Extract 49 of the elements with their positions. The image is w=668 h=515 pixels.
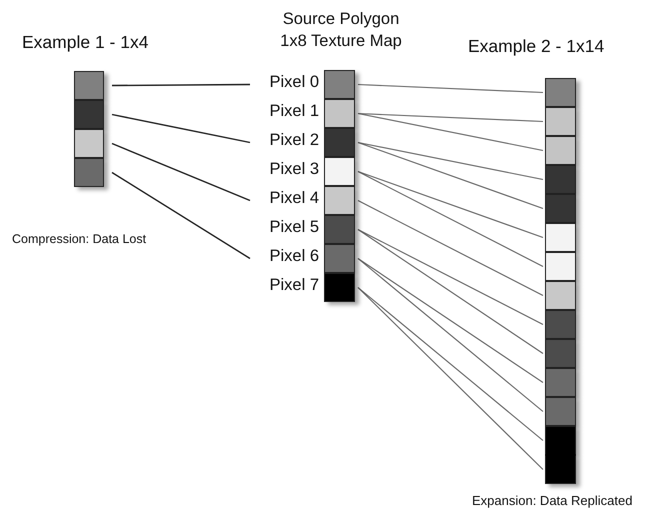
connector-line	[358, 84, 544, 94]
color-cell	[74, 129, 104, 158]
caption: Expansion: Data Replicated	[472, 493, 632, 508]
connector-line	[112, 172, 250, 260]
connector-line	[358, 229, 544, 325]
pixel-label: Pixel 6	[269, 247, 319, 266]
color-cell	[545, 165, 576, 194]
connector-line	[358, 287, 544, 441]
caption: Compression: Data Lost	[12, 232, 146, 246]
pixel-label: Pixel 4	[269, 189, 319, 208]
connector-line	[358, 229, 544, 354]
connector-line	[358, 258, 544, 383]
connector-line	[358, 112, 544, 152]
pixel-label: Pixel 7	[269, 276, 319, 295]
connector-line	[358, 287, 544, 470]
color-cell	[74, 71, 104, 100]
connector-line	[358, 112, 544, 122]
column-title: Source Polygon 1x8 Texture Map	[279, 9, 403, 52]
color-cell	[545, 455, 576, 484]
pixel-label: Pixel 1	[269, 102, 319, 121]
connector-line	[358, 142, 544, 180]
color-cell	[545, 368, 576, 397]
color-cell	[545, 310, 576, 339]
color-cell	[545, 426, 576, 455]
connector-line	[112, 114, 250, 144]
color-cell	[74, 158, 104, 187]
color-cell	[545, 281, 576, 310]
color-cell	[545, 78, 576, 107]
connector-line	[112, 84, 250, 86]
color-cell	[545, 223, 576, 252]
color-cell	[545, 339, 576, 368]
pixel-label: Pixel 3	[269, 160, 319, 179]
pixel-label: Pixel 0	[269, 73, 319, 92]
color-cell	[545, 397, 576, 426]
color-cell	[545, 252, 576, 281]
column-title: Example 2 - 1x14	[468, 36, 604, 57]
connector-line	[358, 171, 544, 267]
connector-line	[358, 142, 544, 210]
color-cell	[545, 194, 576, 223]
color-cell	[545, 136, 576, 165]
color-cell	[74, 100, 104, 129]
connector-line	[358, 200, 544, 296]
connector-line	[358, 258, 544, 412]
column-title: Example 1 - 1x4	[22, 32, 148, 53]
color-cell	[545, 107, 576, 136]
connector-line	[358, 170, 544, 238]
pixel-label: Pixel 5	[269, 218, 319, 237]
pixel-label: Pixel 2	[269, 131, 319, 150]
connector-line	[112, 142, 250, 202]
